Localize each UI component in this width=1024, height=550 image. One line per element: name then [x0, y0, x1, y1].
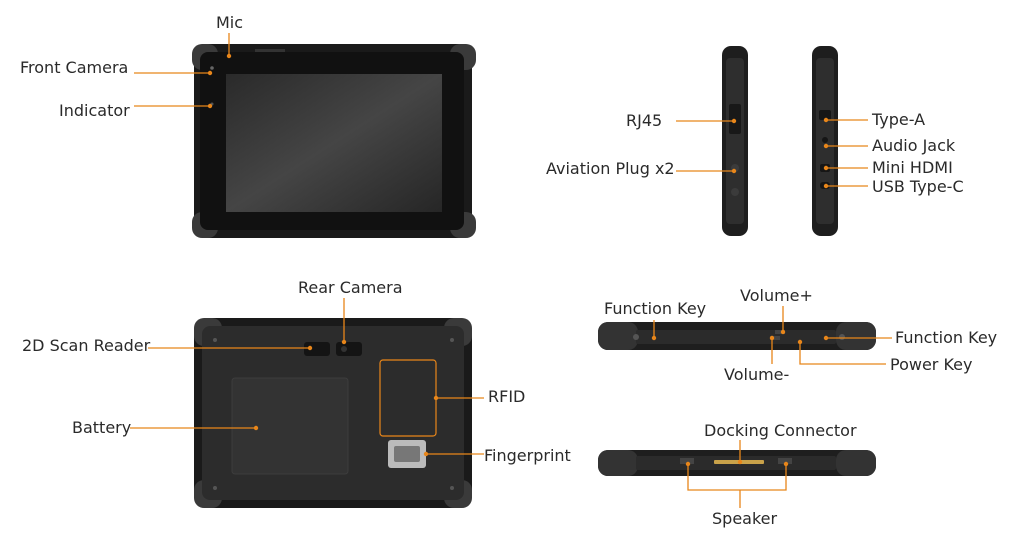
aviation-plug-2 — [731, 188, 739, 196]
function-key-right-button — [839, 334, 845, 340]
label-2d-scan-reader: 2D Scan Reader — [22, 336, 151, 355]
function-key-left-button — [633, 334, 639, 340]
rear-camera-module — [336, 342, 362, 356]
rj45-port — [729, 104, 741, 134]
label-rear-camera: Rear Camera — [298, 278, 403, 297]
tablet-bottom-edge-view — [598, 450, 876, 476]
label-function-key-left: Function Key — [604, 299, 707, 318]
label-power-key: Power Key — [890, 355, 973, 374]
label-mic: Mic — [216, 13, 244, 32]
label-aviation-plug: Aviation Plug x2 — [546, 159, 675, 178]
tablet-front-view — [192, 44, 476, 238]
label-indicator: Indicator — [59, 101, 130, 120]
label-battery: Battery — [72, 418, 132, 437]
tablet-right-side-view — [812, 46, 838, 236]
tablet-rear-view — [194, 318, 472, 508]
label-usb-type-c: USB Type-C — [872, 177, 964, 196]
label-type-a: Type-A — [872, 110, 926, 129]
label-function-key-right: Function Key — [895, 328, 998, 347]
leader-lines — [130, 33, 892, 508]
speaker-grille-right — [778, 458, 792, 464]
label-mini-hdmi: Mini HDMI — [872, 158, 953, 177]
front-camera-dot — [210, 66, 214, 70]
volume-plus-button — [775, 330, 785, 334]
leader-dots — [207, 53, 829, 467]
label-fingerprint: Fingerprint — [484, 446, 571, 465]
label-front-camera: Front Camera — [20, 58, 129, 77]
speaker-grille-left — [680, 458, 694, 464]
battery-cover — [231, 377, 349, 475]
label-volume-minus: Volume- — [724, 365, 790, 384]
scan-reader-window — [304, 342, 330, 356]
label-volume-plus: Volume+ — [740, 286, 813, 305]
audio-jack-port — [822, 137, 828, 143]
tablet-left-side-view — [722, 46, 748, 236]
label-speaker: Speaker — [712, 509, 778, 528]
label-docking-connector: Docking Connector — [704, 421, 857, 440]
tablet-top-edge-view — [598, 322, 876, 350]
label-rj45: RJ45 — [626, 111, 663, 130]
volume-minus-button — [770, 336, 780, 340]
type-a-port — [819, 110, 831, 120]
label-rfid: RFID — [488, 387, 526, 406]
front-screen — [226, 74, 442, 212]
label-audio-jack: Audio Jack — [872, 136, 956, 155]
